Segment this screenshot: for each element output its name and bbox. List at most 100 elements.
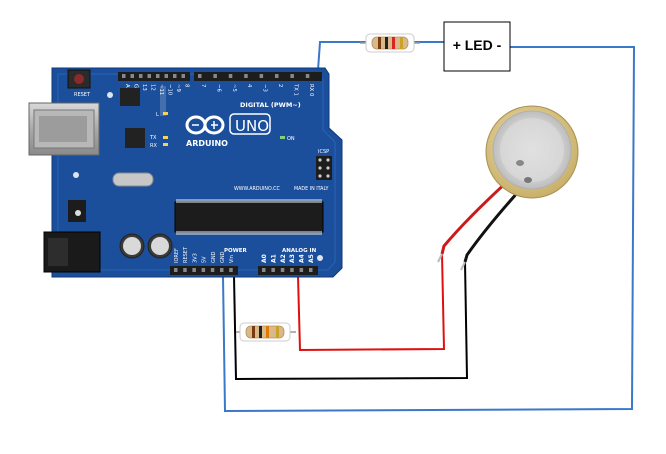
analog-pin <box>290 268 294 272</box>
power-pin-label: 3V3 <box>192 253 198 263</box>
power-jack <box>43 231 101 273</box>
led-label: + LED - <box>453 37 502 53</box>
power-pin-label: Vin <box>229 255 235 263</box>
digital-pin-label: ~10 <box>167 84 173 96</box>
digital-pin-label: 2 <box>277 84 283 87</box>
header-pin <box>130 74 134 78</box>
wire-blue-return <box>222 46 636 413</box>
power-pin-label: IOREF <box>174 248 180 263</box>
header-pin <box>244 74 248 78</box>
header-pin <box>139 74 143 78</box>
usb-connector <box>28 102 100 156</box>
led-on <box>280 136 285 139</box>
on-label: ON <box>287 136 295 142</box>
l-label: L <box>156 112 159 118</box>
analog-pin-label: A2 <box>280 254 287 263</box>
header-pin <box>259 74 264 78</box>
power-pin <box>210 268 215 272</box>
power-pin <box>174 268 178 272</box>
piezo-lead-tip-black <box>460 261 466 271</box>
power-pin-label: 5V <box>202 256 208 263</box>
header-pin <box>147 74 151 78</box>
header-pin <box>228 74 233 78</box>
resistor-bottom <box>239 322 291 342</box>
digital-pin-label: ~5 <box>231 84 237 92</box>
digital-pin-label: ~11 <box>158 84 164 95</box>
led-rx <box>163 143 168 146</box>
power-pin <box>229 268 233 272</box>
analog-pin-label: A1 <box>270 254 277 263</box>
model-label: UNO <box>235 117 269 135</box>
digital-header <box>118 72 322 81</box>
digital-pin-label: 12 <box>150 84 156 91</box>
digital-pin-label: ~9 <box>175 84 181 92</box>
icsp-label: ICSP <box>318 149 329 155</box>
digital-pin-label: RX 0 <box>308 84 314 97</box>
rx-label: RX <box>150 143 157 149</box>
power-pin-label: GND <box>211 251 217 263</box>
led-tx <box>163 136 168 139</box>
analog-pin <box>299 268 304 272</box>
resistor-top <box>360 33 420 53</box>
analog-pin-label: A3 <box>289 254 296 263</box>
header-pin <box>305 74 310 78</box>
header-pin <box>198 74 202 78</box>
brand-label: ARDUINO <box>186 139 228 148</box>
power-pin <box>192 268 196 272</box>
wire-red <box>297 253 446 352</box>
analog-pin <box>280 268 285 272</box>
header-pin <box>164 74 168 78</box>
website-label: WWW.ARDUINO.CC <box>234 186 280 192</box>
digital-pin-label: 4 <box>246 84 252 88</box>
digital-pin-label: 8 <box>184 84 190 88</box>
analog-pin <box>262 268 266 272</box>
atmega-chip <box>174 199 324 235</box>
arduino-logo <box>185 115 225 135</box>
icsp-header <box>316 156 332 180</box>
analog-pin-label: A5 <box>308 254 315 263</box>
analog-pin-label: A4 <box>299 254 306 263</box>
crystal <box>112 172 154 187</box>
made-in-label: MADE IN ITALY <box>294 186 328 192</box>
analog-pin <box>309 268 313 272</box>
led-l <box>163 112 168 115</box>
wire-black <box>233 261 469 381</box>
analog-label: ANALOG IN <box>282 248 317 254</box>
digital-pin-label: 7 <box>200 84 206 87</box>
digital-pin-label: 13 <box>141 84 147 91</box>
analog-pin <box>271 268 275 272</box>
header-pin <box>275 74 279 78</box>
usb-chip <box>125 128 145 148</box>
header-pin <box>290 74 294 78</box>
header-pin <box>173 74 177 78</box>
reset-label: RESET <box>74 92 91 98</box>
tx-label: TX <box>149 135 157 141</box>
analog-header <box>258 266 318 275</box>
power-pin-label: GND <box>220 251 226 263</box>
digital-pin-label: TX 1 <box>292 83 298 96</box>
power-pin-label: RESET <box>183 246 189 263</box>
header-pin <box>181 74 185 78</box>
wire-blue <box>317 41 366 71</box>
analog-pin-label: A0 <box>261 254 268 263</box>
piezo-lead-tip-red <box>437 253 443 263</box>
power-pin <box>220 268 224 272</box>
power-pin <box>201 268 206 272</box>
capacitors <box>119 233 173 259</box>
reset-button <box>67 69 91 89</box>
header-pin <box>156 74 160 78</box>
digital-pin-label: ~3 <box>262 84 268 92</box>
header-pin <box>122 74 126 78</box>
chip-small <box>120 88 140 106</box>
digital-label: DIGITAL (PWM~) <box>240 101 301 109</box>
power-label: POWER <box>224 248 248 254</box>
header-pin <box>213 74 217 78</box>
power-pin <box>183 268 187 272</box>
uno-badge <box>229 113 271 135</box>
digital-pin-label: ~6 <box>215 84 221 92</box>
